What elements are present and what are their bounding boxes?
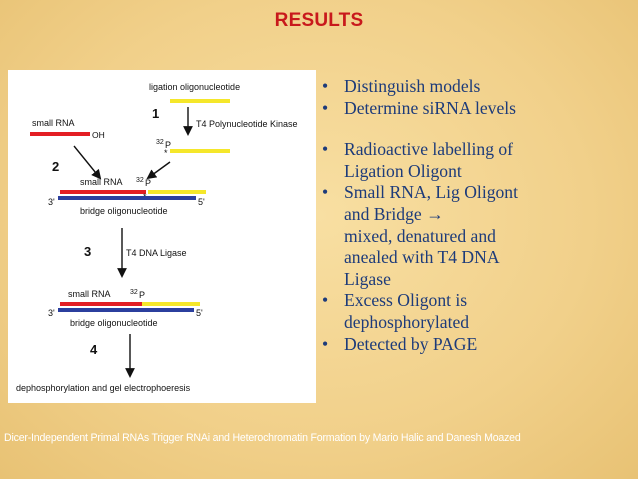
final-step-label: dephosphorylation and gel electrophoeres… xyxy=(16,383,191,393)
bullet-item: • Determine siRNA levels xyxy=(322,98,634,120)
p-label-2: P xyxy=(145,178,151,188)
kinase-label: T4 Polynucleotide Kinase xyxy=(196,119,298,129)
bullet-line: Detected by PAGE xyxy=(344,333,478,354)
three-prime-1: 3' xyxy=(48,197,55,207)
bullet-line: anealed with T4 DNA xyxy=(344,247,500,268)
bridge-label-1: bridge oligonucleotide xyxy=(80,206,168,216)
bullet-dot-icon: • xyxy=(322,290,329,311)
bullet-line: Determine siRNA levels xyxy=(344,97,516,118)
star-1: * xyxy=(164,148,168,158)
bullet-dot-icon: • xyxy=(322,182,329,203)
bullet-text: Detected by PAGE xyxy=(344,334,634,356)
p32-superscript-3: 32 xyxy=(130,289,138,296)
p32-superscript-2: 32 xyxy=(136,177,144,184)
five-prime-1: 5' xyxy=(198,197,205,207)
citation-footer: Dicer-Independent Primal RNAs Trigger RN… xyxy=(4,432,521,444)
bullet-list: • Distinguish models • Determine siRNA leve… xyxy=(322,76,634,355)
bridge-label-2: bridge oligonucleotide xyxy=(70,318,158,328)
step-2-arrow-right xyxy=(146,161,171,180)
step-2-arrow-left xyxy=(73,145,102,180)
p32-superscript-1: 32 xyxy=(156,139,164,146)
step-2-number: 2 xyxy=(52,159,59,174)
three-prime-2: 3' xyxy=(48,308,55,318)
ligation-diagram: ligation oligonucleotide 1 T4 Polynucleo… xyxy=(16,82,298,393)
bullet-line: Small RNA, Lig Oligont xyxy=(344,182,518,203)
ligase-label: T4 DNA Ligase xyxy=(126,248,187,258)
bullet-dot-icon: • xyxy=(322,76,329,96)
bullet-line: Distinguish models xyxy=(344,76,481,96)
p-label-3: P xyxy=(139,290,145,300)
bullet-item: • Detected by PAGE xyxy=(322,334,634,356)
bullet-gap xyxy=(322,119,634,139)
bullet-item: • Distinguish models xyxy=(322,76,634,98)
ligation-oligo-label: ligation oligonucleotide xyxy=(149,82,240,92)
small-rna-label-2: small RNA xyxy=(80,177,123,187)
bullet-line: dephosphorylated xyxy=(344,311,470,332)
bullet-line: Ligation Oligont xyxy=(344,160,462,181)
bullet-line: and Bridge → xyxy=(344,203,444,224)
step-4-number: 4 xyxy=(90,342,98,357)
figure-panel: ligation oligonucleotide 1 T4 Polynucleo… xyxy=(8,70,316,403)
bullet-line: Ligase xyxy=(344,268,391,289)
bullet-line: Radioactive labelling of xyxy=(344,139,514,160)
bullet-line: mixed, denatured and xyxy=(344,225,496,246)
five-prime-2: 5' xyxy=(196,308,203,318)
bullet-dot-icon: • xyxy=(322,97,329,118)
bullet-dot-icon: • xyxy=(322,333,329,354)
bullet-dot-icon: • xyxy=(322,139,329,160)
p-label-1: P xyxy=(165,140,171,150)
small-rna-label-3: small RNA xyxy=(68,289,111,299)
bullet-text: Distinguish models xyxy=(344,76,634,98)
bullet-text: Determine siRNA levels xyxy=(344,98,634,120)
step-1-number: 1 xyxy=(152,106,159,121)
bullet-line: Excess Oligont is xyxy=(344,290,468,311)
oh-label: OH xyxy=(92,130,105,140)
small-rna-label-1: small RNA xyxy=(32,118,75,128)
step-3-number: 3 xyxy=(84,244,91,259)
slide-title: RESULTS xyxy=(274,10,364,31)
